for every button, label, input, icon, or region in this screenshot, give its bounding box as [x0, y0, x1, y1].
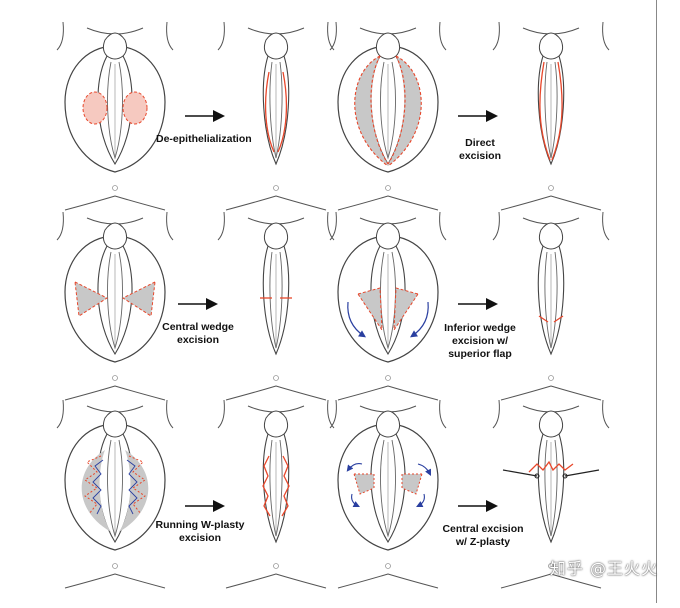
label-running-w-plasty: Running W-plasty excision — [155, 519, 245, 544]
watermark: 知乎 @王火火 — [549, 559, 658, 578]
label-central-z-plasty: Central excision w/ Z-plasty — [442, 523, 524, 548]
label-central-wedge: Central wedge excision — [162, 321, 234, 346]
label-de-epithelialization: De-epithelialization — [156, 133, 252, 145]
panel-de-epi-before — [56, 21, 174, 211]
right-margin — [656, 0, 680, 603]
label-inferior-wedge: Inferior wedge excision w/ superior flap — [444, 322, 516, 360]
label-direct-excision: Direct excision — [458, 137, 502, 162]
